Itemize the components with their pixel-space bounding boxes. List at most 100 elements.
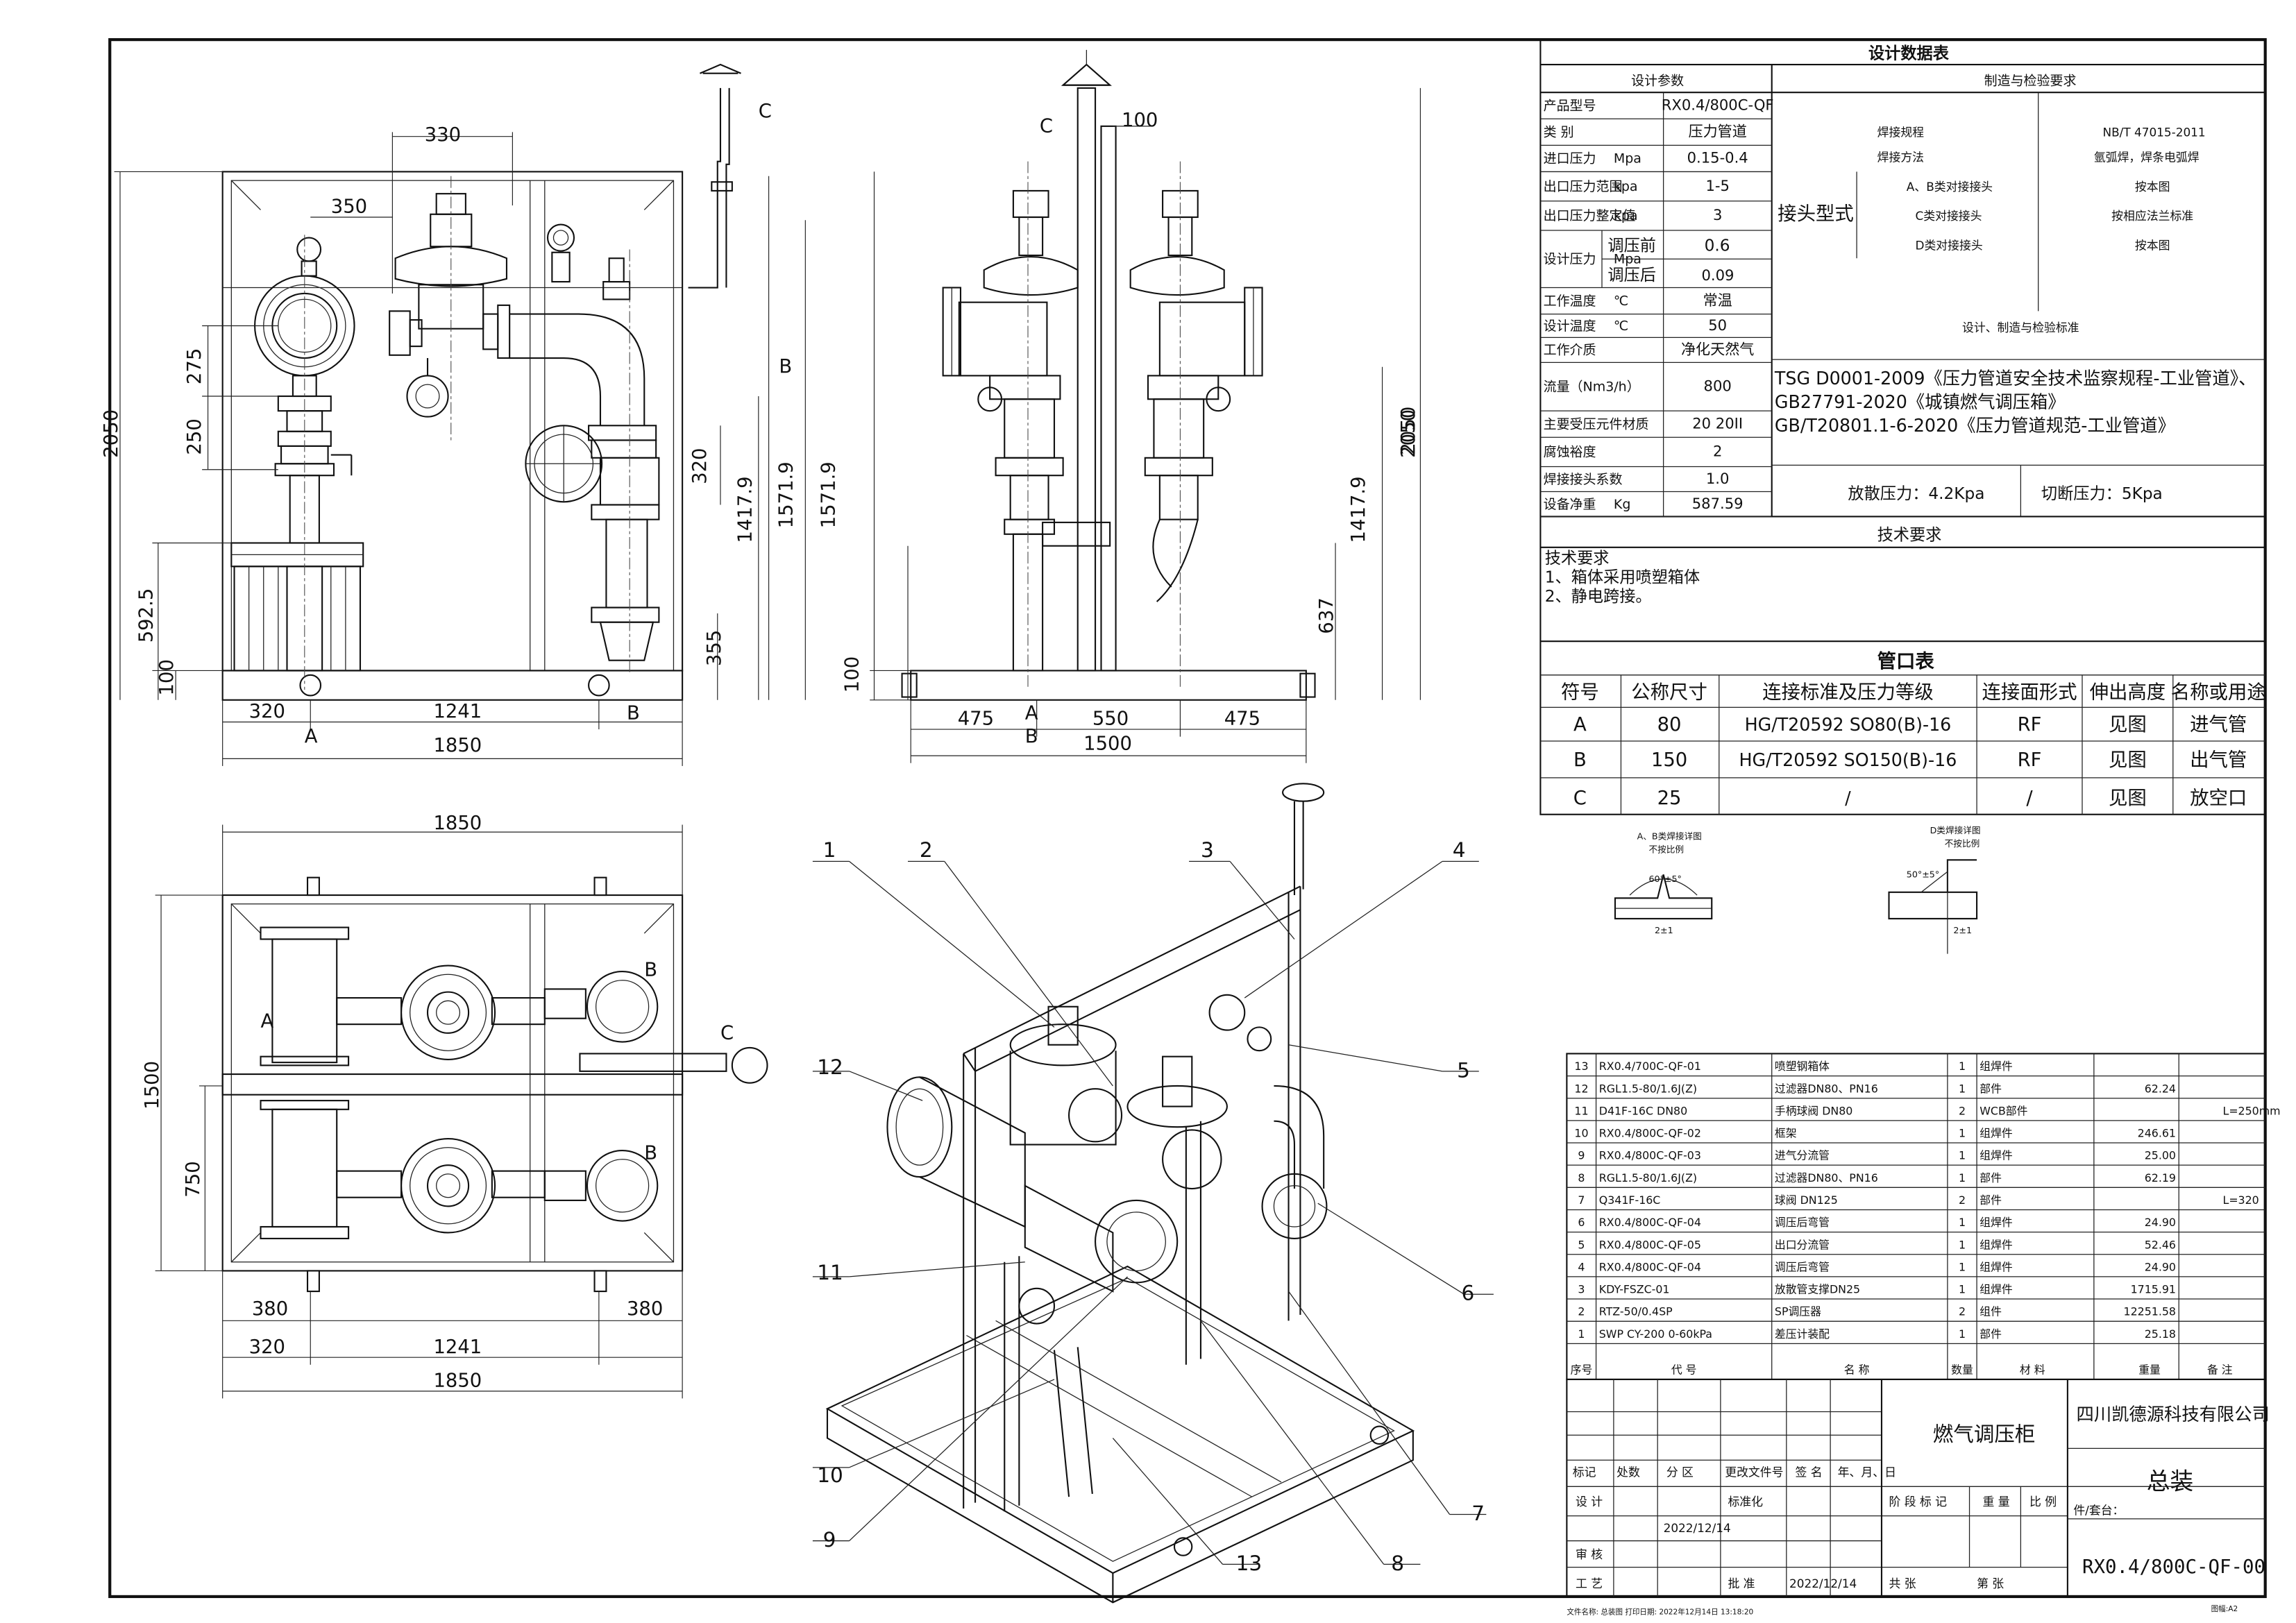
nozzle-header: 伸出高度 bbox=[2090, 682, 2166, 704]
parts-cell: 框架 bbox=[1775, 1127, 1797, 1140]
parts-cell: 调压后弯管 bbox=[1775, 1260, 1830, 1273]
parts-list bbox=[1566, 1053, 2266, 1380]
parts-cell: SP调压器 bbox=[1775, 1305, 1821, 1318]
nozzle-cell: RF bbox=[2018, 749, 2042, 771]
weld-d-gap: 2±1 bbox=[1953, 925, 1972, 935]
dim-1850-front: 1850 bbox=[433, 735, 482, 756]
design-row-label: 产品型号 bbox=[1544, 99, 1596, 114]
design-row-value: 压力管道 bbox=[1689, 123, 1747, 140]
design-sub-value: 0.09 bbox=[1701, 266, 1734, 284]
dimension-labels: 330 350 275 250 2050 592.5 100 1417.9 15… bbox=[101, 101, 1419, 1391]
dim-1571-9-side: 1571.9 bbox=[818, 461, 840, 528]
design-data-table bbox=[1539, 39, 2266, 815]
parts-cell: 组焊件 bbox=[1980, 1149, 2013, 1162]
dim-1241-plan: 1241 bbox=[433, 1336, 482, 1358]
standard-2: GB27791-2020《城镇燃气调压箱》 bbox=[1775, 391, 2066, 412]
design-row-label: 设计压力 bbox=[1544, 252, 1596, 267]
tb-process: 工 艺 bbox=[1576, 1577, 1603, 1590]
parts-cell: Q341F-16C bbox=[1599, 1193, 1661, 1207]
design-row-unit: ℃ bbox=[1614, 294, 1628, 309]
nozzle-cell: / bbox=[1845, 788, 1851, 808]
parts-cell: 1 bbox=[1959, 1127, 1966, 1140]
design-table-text: 设计数据表 设计参数 制造与检验要求 bbox=[1631, 44, 2076, 89]
design-row-label: 主要受压元件材质 bbox=[1544, 417, 1649, 432]
parts-cell: 1 bbox=[1959, 1082, 1966, 1095]
piece-label: 件/套台： bbox=[2073, 1503, 2124, 1517]
design-row-lines bbox=[1540, 118, 1772, 518]
design-row-unit: ℃ bbox=[1614, 318, 1628, 334]
tech-line-3: 2、静电跨接。 bbox=[1545, 587, 1652, 606]
design-row-label: 类 别 bbox=[1544, 125, 1574, 140]
parts-cell: 62.19 bbox=[2145, 1171, 2176, 1184]
nozzle-table bbox=[1540, 674, 2265, 815]
parts-cell: 1 bbox=[1959, 1216, 1966, 1229]
dim-250: 250 bbox=[184, 418, 205, 454]
parts-cell: 组焊件 bbox=[1980, 1060, 2013, 1073]
weld-ab-title: A、B类焊接详图 bbox=[1637, 831, 1702, 842]
design-row-label: 进口压力 bbox=[1544, 151, 1596, 167]
tb-design: 设 计 bbox=[1576, 1495, 1603, 1509]
parts-cell: 出口分流管 bbox=[1775, 1238, 1830, 1251]
callout-3: 3 bbox=[1201, 838, 1214, 862]
design-row-value: 800 bbox=[1704, 377, 1732, 395]
parts-cell: 部件 bbox=[1980, 1171, 2002, 1184]
weld-d-angle: 50°±5° bbox=[1907, 869, 1939, 880]
parts-cell: 1 bbox=[1578, 1327, 1585, 1341]
parts-cell: 组焊件 bbox=[1980, 1260, 2013, 1273]
design-row-unit: Kg bbox=[1614, 497, 1631, 512]
nozzle-cell: 25 bbox=[1657, 788, 1682, 809]
weld-d-title: D类焊接详图 bbox=[1930, 825, 1981, 835]
label-c-front: C bbox=[759, 101, 772, 122]
dim-320-front-v: 320 bbox=[689, 448, 711, 484]
dim-1417-9-front: 1417.9 bbox=[734, 476, 756, 543]
dim-275: 275 bbox=[184, 348, 205, 384]
parts-cell: 手柄球阀 DN80 bbox=[1775, 1104, 1852, 1117]
joint-row-1-value: 按本图 bbox=[2135, 180, 2170, 194]
design-row-value: 20 20II bbox=[1692, 415, 1743, 432]
design-row-label: 腐蚀裕度 bbox=[1544, 445, 1596, 460]
joint-row-3-label: D类对接接头 bbox=[1915, 239, 1982, 253]
nozzle-cell: 见图 bbox=[2109, 749, 2147, 771]
parts-cell: RX0.4/800C-QF-03 bbox=[1599, 1149, 1701, 1162]
parts-cell: 1 bbox=[1959, 1238, 1966, 1251]
label-b-plan-top: B bbox=[644, 959, 657, 980]
parts-header: 数量 bbox=[1951, 1363, 1973, 1376]
parts-header: 备 注 bbox=[2207, 1363, 2233, 1376]
nozzle-cell: C bbox=[1573, 788, 1587, 809]
parts-cell: 52.46 bbox=[2145, 1238, 2176, 1251]
tb-total-sheets: 共 张 bbox=[1889, 1577, 1916, 1590]
standard-3: GB/T20801.1-6-2020《压力管道规范-工业管道》 bbox=[1775, 415, 2175, 436]
dim-2050-front-right: 2050 bbox=[1398, 407, 1419, 455]
company-name: 四川凯德源科技有限公司 bbox=[2077, 1404, 2270, 1425]
design-row-label: 出口压力范围 bbox=[1544, 179, 1623, 194]
parts-cell: 1 bbox=[1959, 1149, 1966, 1162]
design-row-label: 工作温度 bbox=[1544, 294, 1596, 309]
nozzle-cell: A bbox=[1573, 714, 1587, 736]
nozzle-cell: HG/T20592 SO150(B)-16 bbox=[1739, 749, 1957, 770]
dim-592-5: 592.5 bbox=[135, 588, 157, 643]
parts-cell: RX0.4/800C-QF-04 bbox=[1599, 1260, 1701, 1273]
parts-cell: 组焊件 bbox=[1980, 1216, 2013, 1229]
parts-cell: 6 bbox=[1578, 1216, 1585, 1229]
dim-380-left: 380 bbox=[252, 1298, 288, 1320]
parts-cell: RX0.4/800C-QF-05 bbox=[1599, 1238, 1701, 1251]
parts-cell: 13 bbox=[1574, 1060, 1588, 1073]
callout-1: 1 bbox=[823, 838, 836, 862]
parts-cell: 1 bbox=[1959, 1171, 1966, 1184]
tb-sign: 签 名 bbox=[1795, 1465, 1822, 1479]
tb-date-approve: 2022/12/14 bbox=[1789, 1577, 1857, 1590]
design-table-title: 设计数据表 bbox=[1868, 44, 1950, 63]
relief-pressure: 放散压力：4.2Kpa bbox=[1848, 484, 1984, 503]
weld-detail-text: A、B类焊接详图 不按比例 60°±5° 2±1 D类焊接详图 不按比例 50°… bbox=[1637, 825, 1981, 935]
joint-row-2-value: 按相应法兰标准 bbox=[2111, 209, 2193, 223]
parts-cell: 9 bbox=[1578, 1149, 1585, 1162]
parts-cell: 放散管支撑DN25 bbox=[1775, 1283, 1860, 1296]
plan-view bbox=[155, 824, 768, 1399]
callout-8: 8 bbox=[1391, 1552, 1404, 1575]
label-b-plan-bottom: B bbox=[644, 1143, 657, 1164]
standard-1: TSG D0001-2009《压力管道安全技术监察规程-工业管道》、 bbox=[1774, 368, 2256, 389]
front-view bbox=[114, 63, 1421, 766]
weld-method-label: 焊接方法 bbox=[1877, 151, 1924, 164]
joint-row-2-label: C类对接接头 bbox=[1915, 209, 1982, 223]
callout-7: 7 bbox=[1471, 1502, 1485, 1525]
